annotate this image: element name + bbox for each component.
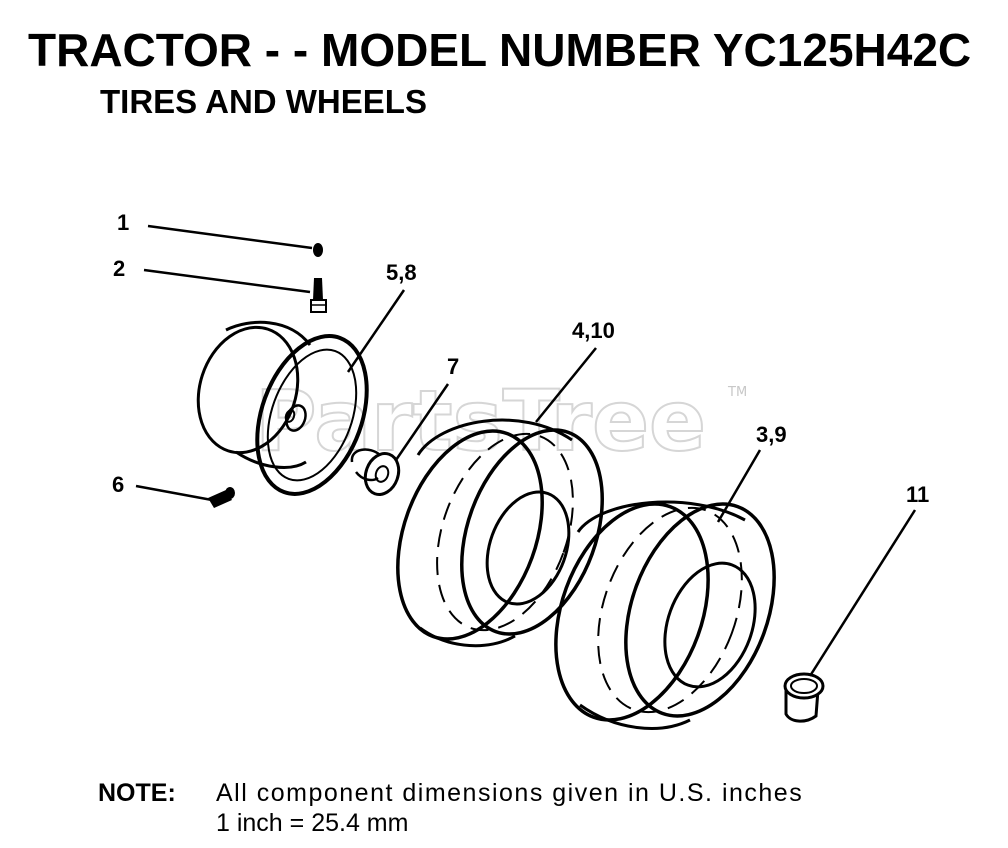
note-line-1: All component dimensions given in U.S. i… — [216, 779, 804, 807]
page-title: TRACTOR - - MODEL NUMBER YC125H42C — [28, 24, 972, 76]
callout-6: 6 — [112, 472, 124, 497]
part-4-10-tire[interactable] — [371, 411, 628, 660]
leader-line-1 — [147, 224, 313, 250]
note-line-2: 1 inch = 25.4 mm — [216, 809, 409, 837]
part-6-screw[interactable] — [208, 487, 235, 508]
leader-line-11 — [808, 509, 917, 677]
part-5-8-wheel-rim[interactable] — [183, 314, 387, 509]
callout-11: 11 — [906, 482, 929, 507]
callout-5-8: 5,8 — [386, 260, 417, 285]
leader-line-3-9 — [716, 449, 762, 523]
part-3-9-tire[interactable] — [528, 483, 802, 741]
callout-4-10: 4,10 — [572, 318, 615, 343]
callout-2: 2 — [113, 256, 125, 281]
section-subtitle: TIRES AND WHEELS — [100, 83, 427, 120]
leader-line-7 — [394, 383, 450, 461]
part-1-valve-cap[interactable] — [313, 243, 323, 257]
callout-1: 1 — [117, 210, 129, 235]
part-2-valve-stem[interactable] — [310, 278, 327, 313]
leader-line-5-8 — [346, 289, 406, 373]
leader-lines — [135, 224, 917, 677]
part-11-hub-cap[interactable] — [783, 672, 825, 723]
dimension-note: NOTE: All component dimensions given in U… — [98, 778, 803, 838]
leader-line-6 — [135, 484, 213, 502]
note-label: NOTE: — [98, 779, 176, 807]
callout-3-9: 3,9 — [756, 422, 787, 447]
leader-line-4-10 — [535, 347, 597, 423]
watermark-trademark: TM — [727, 385, 747, 400]
part-7-bushing[interactable] — [350, 448, 404, 499]
leader-line-2 — [143, 268, 311, 294]
callout-7: 7 — [447, 354, 459, 379]
